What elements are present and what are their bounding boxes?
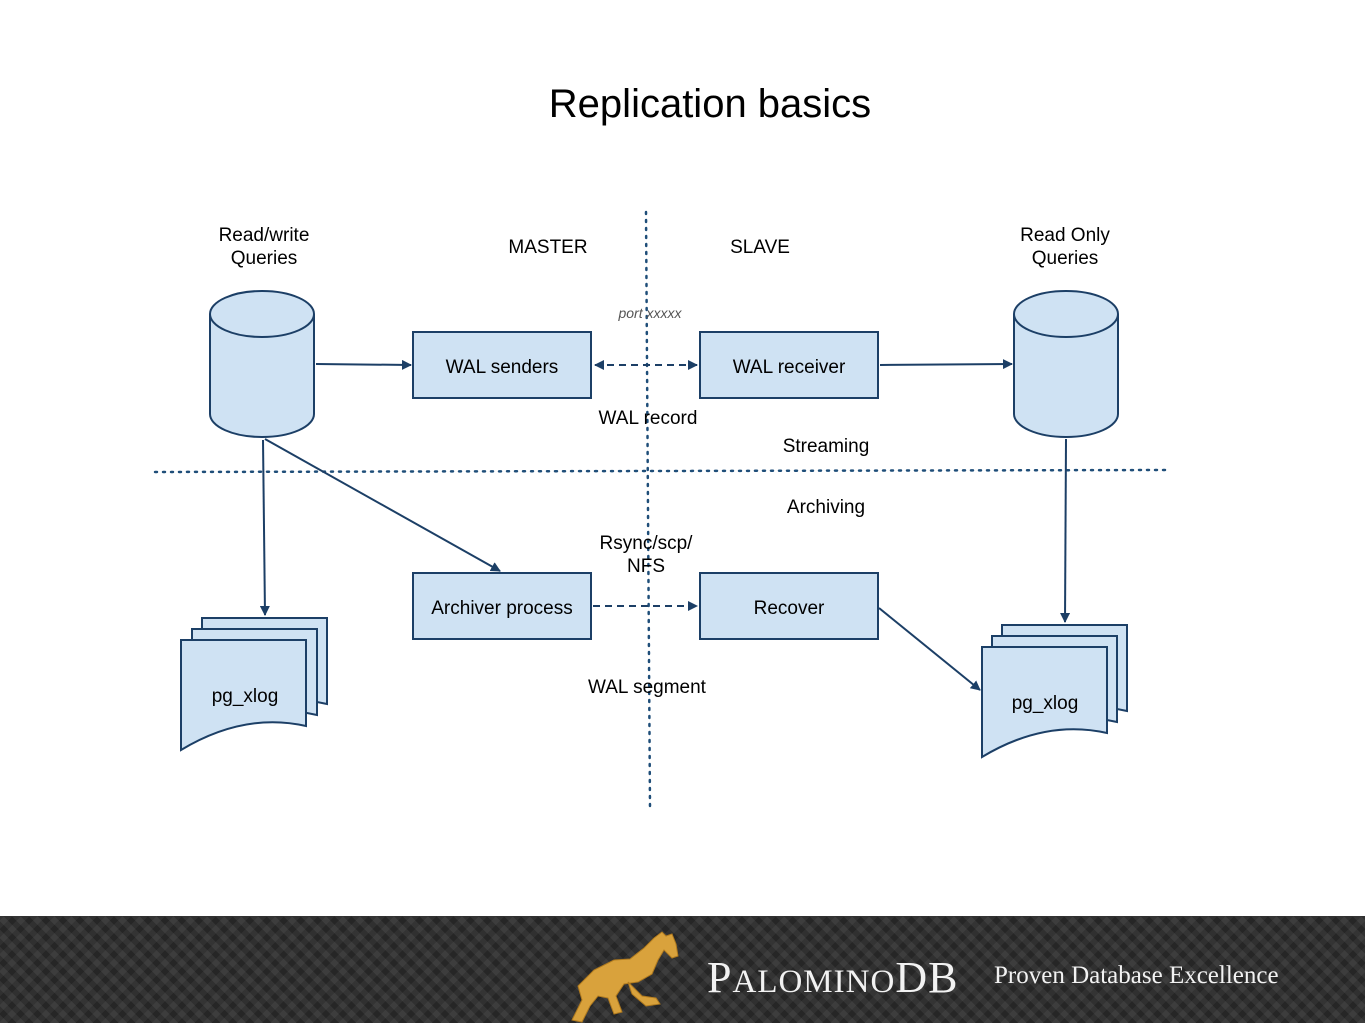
transfer-method-label-line2: NFS xyxy=(627,556,665,577)
db-to-archiver-arrow xyxy=(264,438,501,572)
wal-record-label: WAL record xyxy=(599,408,698,429)
slave-label: SLAVE xyxy=(730,237,790,258)
master-db-label-line2: Queries xyxy=(231,248,298,269)
master-slave-divider xyxy=(644,210,652,810)
brand-last: DB xyxy=(895,953,959,1002)
archiving-label: Archiving xyxy=(787,497,865,518)
master-pg-xlog-document-icon: pg_xlog xyxy=(180,617,328,752)
wal-receiver-label: WAL receiver xyxy=(733,357,846,378)
wal-segment-label: WAL segment xyxy=(588,677,707,698)
replication-diagram: MASTER SLAVE Read/write Queries Read Onl… xyxy=(153,210,1167,810)
recover-node: Recover xyxy=(699,572,879,640)
brand-first: P xyxy=(707,953,733,1002)
slave-db-label-line2: Queries xyxy=(1032,248,1099,269)
wal-receiver-to-db-arrow xyxy=(879,359,1013,370)
master-database-icon xyxy=(209,290,315,438)
port-label: port xxxxx xyxy=(617,305,682,321)
archiver-process-node: Archiver process xyxy=(412,572,592,640)
transfer-method-label-line1: Rsync/scp/ xyxy=(600,533,694,554)
wal-senders-node: WAL senders xyxy=(412,331,592,399)
archiver-process-label: Archiver process xyxy=(431,598,573,619)
horse-logo-icon xyxy=(571,931,679,1023)
brand-small: ALOMINO xyxy=(732,964,896,1000)
footer-banner xyxy=(0,916,1365,1023)
slave-pg-xlog-label: pg_xlog xyxy=(1012,693,1079,714)
master-pg-xlog-label: pg_xlog xyxy=(212,686,279,707)
db-to-wal-senders-arrow xyxy=(315,359,412,370)
recover-label: Recover xyxy=(754,598,825,619)
wal-senders-label: WAL senders xyxy=(446,357,559,378)
slave-database-icon xyxy=(1013,290,1119,438)
streaming-archiving-divider xyxy=(153,468,1167,474)
slave-pg-xlog-document-icon: pg_xlog xyxy=(981,624,1128,759)
wal-receiver-node: WAL receiver xyxy=(699,331,879,399)
brand-tagline: Proven Database Excellence xyxy=(994,962,1279,989)
slave-db-label-line1: Read Only xyxy=(1020,225,1110,246)
slave-db-to-pg-xlog-arrow xyxy=(1060,438,1071,623)
slide-title: Replication basics xyxy=(548,82,872,126)
master-label: MASTER xyxy=(508,237,587,258)
db-to-pg-xlog-arrow xyxy=(259,439,270,616)
brand-name: PALOMINODB xyxy=(707,952,958,1003)
recover-to-pg-xlog-arrow xyxy=(878,607,981,691)
streaming-label: Streaming xyxy=(783,436,870,457)
master-db-label-line1: Read/write xyxy=(219,225,310,246)
